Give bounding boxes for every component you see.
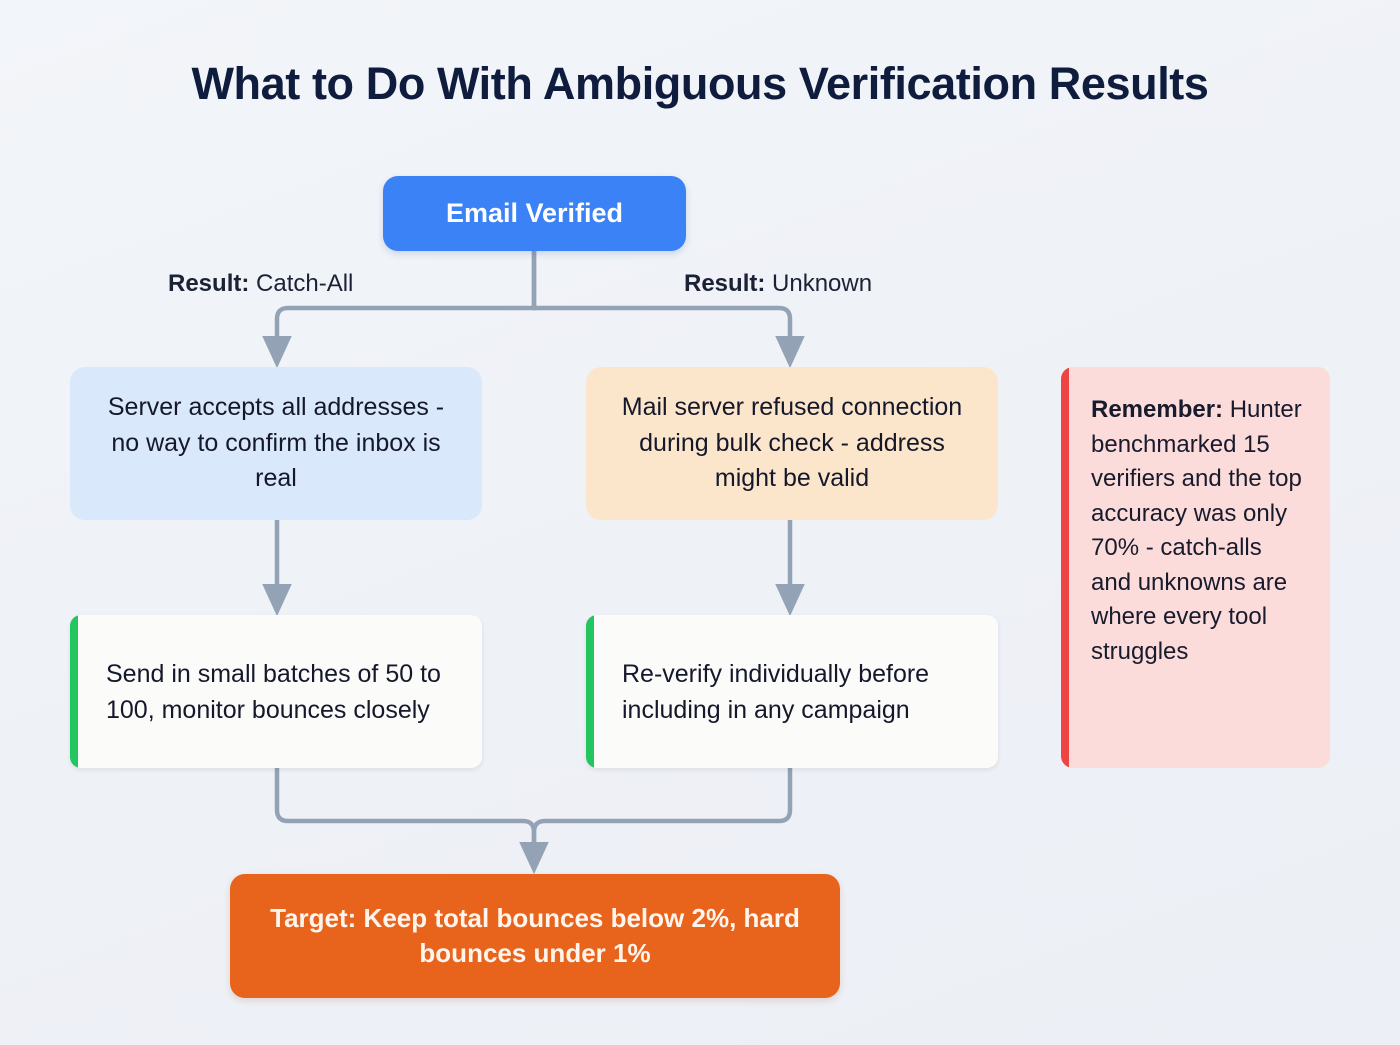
node-unknown-action[interactable]: Re-verify individually before including …	[586, 615, 998, 768]
node-unknown-reason-label: Mail server refused connection during bu…	[621, 393, 963, 493]
node-target-goal[interactable]: Target: Keep total bounces below 2%, har…	[230, 874, 840, 998]
edge-label-unknown: Result: Unknown	[684, 270, 872, 298]
remember-callout: Remember: Hunter benchmarked 15 verifier…	[1061, 367, 1330, 768]
page-title: What to Do With Ambiguous Verification R…	[191, 58, 1209, 109]
node-catch-all-reason[interactable]: Server accepts all addresses - no way to…	[70, 367, 482, 520]
node-catch-all-reason-label: Server accepts all addresses - no way to…	[107, 393, 445, 493]
node-email-verified[interactable]: Email Verified	[383, 176, 686, 251]
remember-callout-lead: Remember:	[1091, 396, 1224, 423]
connector-root-to-unknown	[531, 248, 805, 369]
edge-label-catch-all: Result: Catch-All	[168, 270, 353, 298]
node-email-verified-label: Email Verified	[445, 198, 624, 228]
remember-callout-body: Hunter benchmarked 15 verifiers and the …	[1091, 396, 1302, 665]
connector-unknown-action-to-goal	[531, 765, 793, 861]
node-catch-all-action[interactable]: Send in small batches of 50 to 100, moni…	[70, 615, 482, 768]
edge-label-catch-all-value: Catch-All	[249, 270, 354, 297]
edge-label-catch-all-prefix: Result:	[168, 270, 250, 297]
connector-catchall-action-to-goal	[274, 765, 549, 875]
edge-label-unknown-value: Unknown	[765, 270, 873, 297]
connector-root-to-catchall	[262, 248, 537, 369]
edge-label-unknown-prefix: Result:	[684, 270, 766, 297]
node-catch-all-action-label: Send in small batches of 50 to 100, moni…	[106, 659, 441, 724]
node-target-goal-label: Target: Keep total bounces below 2%, har…	[270, 902, 800, 968]
node-unknown-reason[interactable]: Mail server refused connection during bu…	[586, 367, 998, 520]
node-unknown-action-label: Re-verify individually before including …	[622, 659, 930, 724]
